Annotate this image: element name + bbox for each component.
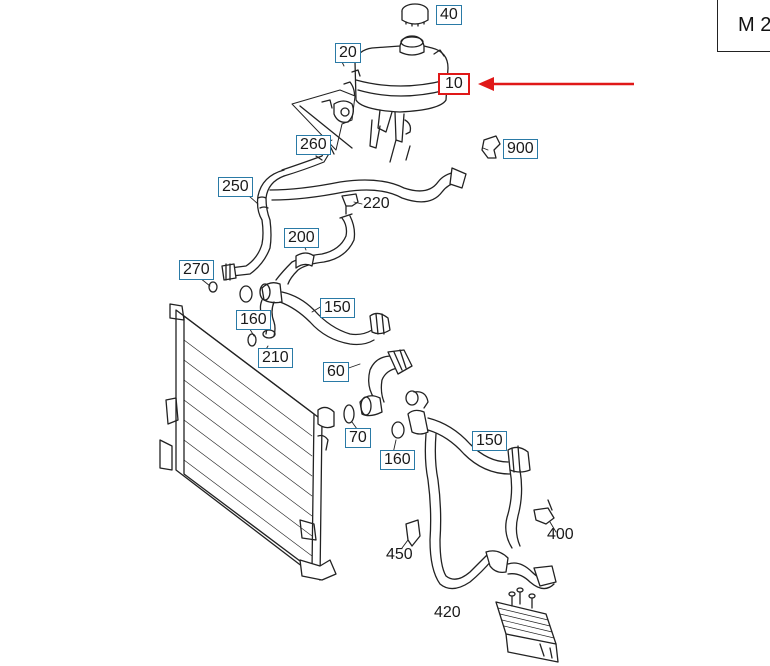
clip-900-part [481, 135, 501, 159]
hose-60 [359, 349, 413, 417]
callout-270[interactable]: 270 [179, 260, 214, 280]
coolant-expansion-tank [343, 35, 449, 163]
callout-10-highlighted[interactable]: 10 [438, 73, 470, 95]
radiator [159, 303, 337, 581]
callout-450[interactable]: 450 [386, 546, 413, 563]
callout-900[interactable]: 900 [503, 139, 538, 159]
callout-420[interactable]: 420 [434, 604, 461, 621]
callout-220[interactable]: 220 [363, 195, 390, 212]
expansion-tank-cap [401, 3, 429, 27]
oil-cooler [495, 587, 559, 663]
callout-20[interactable]: 20 [335, 43, 361, 63]
washer-270 [208, 281, 218, 293]
callout-200[interactable]: 200 [284, 228, 319, 248]
seal-rings [239, 285, 405, 439]
tank-bracket [291, 89, 356, 151]
upper-coolant-hose [221, 142, 467, 281]
callout-40[interactable]: 40 [436, 5, 462, 25]
clip-400-part [533, 499, 555, 525]
clip-220-part [341, 193, 359, 215]
callout-60[interactable]: 60 [323, 362, 349, 382]
callout-150-lower[interactable]: 150 [472, 431, 507, 451]
callout-260[interactable]: 260 [296, 135, 331, 155]
radiator-hose-left [259, 213, 391, 346]
callout-70[interactable]: 70 [345, 428, 371, 448]
callout-210[interactable]: 210 [258, 348, 293, 368]
bracket-450-part [405, 519, 421, 547]
highlight-arrow [478, 77, 634, 91]
callout-160-upper[interactable]: 160 [236, 310, 271, 330]
page-reference: M 2 [717, 0, 770, 52]
callout-400[interactable]: 400 [547, 526, 574, 543]
hose-150-420 [405, 390, 557, 590]
callout-250[interactable]: 250 [218, 177, 253, 197]
callout-160-lower[interactable]: 160 [380, 450, 415, 470]
callout-150-upper[interactable]: 150 [320, 298, 355, 318]
